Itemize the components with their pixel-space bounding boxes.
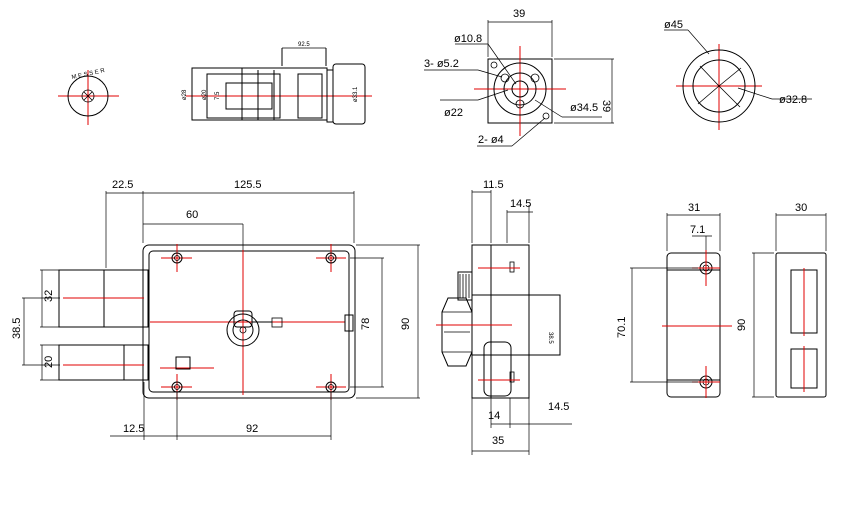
dim-face-width: 39 (513, 8, 525, 20)
dim-main-5: 38.5 (11, 318, 23, 339)
dim-round-outer: ø45 (664, 19, 683, 31)
back-view: 31 7.1 70.1 (616, 202, 732, 398)
dim-end-1: 30 (795, 202, 807, 214)
front-face-view: 39 39 ø10.8 3- ø5.2 ø22 ø34.5 2- ø4 (424, 8, 614, 147)
round-view: ø45 ø32.8 (664, 19, 812, 130)
svg-text:M E S S E R: M E S S E R (71, 68, 106, 81)
dim-face-d2: 3- ø5.2 (424, 58, 459, 70)
dim-side-a: 92.5 (298, 42, 310, 48)
dim-side-2: 14.5 (510, 198, 531, 210)
dim-face-d5: 2- ø4 (478, 134, 504, 146)
dim-face-d4: ø34.5 (570, 102, 598, 114)
dim-main-7: 78 (360, 318, 372, 330)
cylinder-face-view: M E S S E R (58, 68, 119, 125)
dim-back-3: 70.1 (616, 317, 628, 338)
dim-side-5: 14.5 (548, 401, 569, 413)
end-view: 30 90 (736, 202, 827, 398)
dim-side-d: 7.5 (215, 91, 221, 100)
dim-side-c: ø20 (202, 89, 208, 100)
cylinder-side-view: 92.5 ø28 ø20 7.5 ø33.1 (182, 42, 372, 125)
dim-side-6: 35 (492, 435, 504, 447)
dim-side-e: ø33.1 (353, 86, 359, 102)
dim-main-9: 12.5 (123, 423, 144, 435)
dim-main-3: 60 (186, 209, 198, 221)
dim-side-3: 38.5 (547, 332, 553, 344)
dim-face-d3: ø22 (444, 107, 463, 119)
dim-main-2: 125.5 (234, 179, 262, 191)
dim-main-10: 92 (246, 423, 258, 435)
dim-back-2: 7.1 (690, 224, 705, 236)
dim-side-4: 14 (488, 410, 500, 422)
dim-round-inner: ø32.8 (779, 94, 807, 106)
main-front-view: 22.5 125.5 60 32 38.5 20 78 90 12.5 92 (11, 179, 420, 440)
dim-main-1: 22.5 (112, 179, 133, 191)
dim-side-1: 11.5 (483, 179, 504, 191)
dim-main-4: 32 (43, 290, 55, 302)
dim-main-8: 90 (400, 318, 412, 330)
dim-face-d1: ø10.8 (454, 33, 482, 45)
dim-back-1: 31 (688, 202, 700, 214)
dim-end-2: 90 (736, 319, 748, 331)
side-section-view: 38.5 11.5 14.5 14 14.5 35 (436, 179, 572, 455)
dim-face-height: 39 (600, 100, 612, 112)
dim-main-6: 20 (43, 356, 55, 368)
dim-side-b: ø28 (182, 89, 188, 100)
